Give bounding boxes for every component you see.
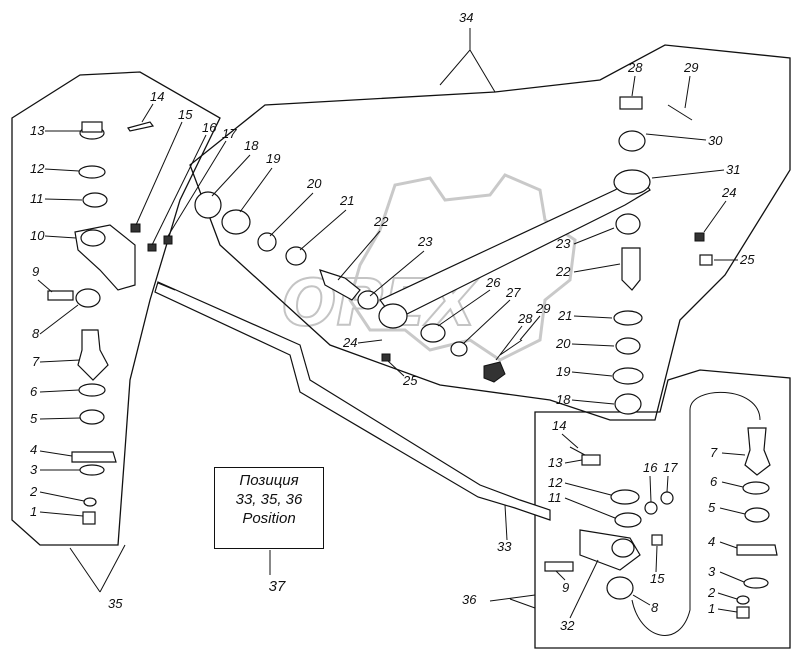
svg-text:14: 14 [552, 418, 566, 433]
svg-text:24: 24 [342, 335, 357, 350]
svg-text:32: 32 [560, 618, 575, 633]
svg-text:19: 19 [556, 364, 570, 379]
svg-text:28: 28 [627, 60, 643, 75]
svg-text:13: 13 [548, 455, 563, 470]
svg-text:14: 14 [150, 89, 164, 104]
svg-text:33: 33 [497, 539, 512, 554]
svg-text:12: 12 [548, 475, 563, 490]
svg-text:11: 11 [30, 191, 44, 206]
svg-text:13: 13 [30, 123, 45, 138]
svg-text:10: 10 [30, 228, 45, 243]
svg-text:29: 29 [535, 301, 550, 316]
svg-text:25: 25 [402, 373, 418, 388]
svg-text:36: 36 [462, 592, 477, 607]
svg-text:20: 20 [306, 176, 322, 191]
rod-label: 33 [497, 504, 512, 554]
svg-text:22: 22 [373, 214, 389, 229]
group-36-label: 36 [462, 592, 536, 609]
svg-text:27: 27 [505, 285, 521, 300]
position-note-line2: 33, 35, 36 [235, 491, 303, 508]
svg-text:1: 1 [708, 601, 715, 616]
left-group-labels: 14 15 16 17 13 12 11 10 9 8 7 6 5 4 3 2 … [29, 89, 237, 519]
svg-text:23: 23 [417, 234, 433, 249]
svg-text:23: 23 [555, 236, 571, 251]
group-34-outline [189, 44, 791, 421]
svg-text:16: 16 [202, 120, 217, 135]
svg-text:6: 6 [30, 384, 38, 399]
bottom-group-parts [544, 427, 778, 619]
svg-text:30: 30 [708, 133, 723, 148]
svg-text:7: 7 [710, 445, 718, 460]
steering-rod [154, 281, 551, 521]
svg-text:4: 4 [708, 534, 715, 549]
svg-text:4: 4 [30, 442, 37, 457]
top-group-parts [194, 96, 713, 415]
position-note-line3: Position [242, 510, 296, 527]
svg-text:5: 5 [708, 500, 716, 515]
svg-text:5: 5 [30, 411, 38, 426]
group-36-outline [534, 369, 791, 649]
svg-text:17: 17 [222, 126, 237, 141]
top-group-labels: 18 19 20 21 22 23 24 25 26 27 28 29 28 2… [211, 60, 755, 407]
svg-text:11: 11 [548, 490, 562, 505]
svg-text:8: 8 [32, 326, 40, 341]
svg-text:3: 3 [708, 564, 716, 579]
svg-text:20: 20 [555, 336, 571, 351]
svg-text:6: 6 [710, 474, 718, 489]
svg-text:2: 2 [29, 484, 38, 499]
group-35-outline [11, 71, 221, 546]
svg-text:9: 9 [562, 580, 569, 595]
svg-text:12: 12 [30, 161, 45, 176]
svg-text:29: 29 [683, 60, 698, 75]
bottom-group-labels: 14 13 16 17 12 11 15 9 32 8 7 6 5 4 3 2 … [548, 418, 746, 633]
svg-text:3: 3 [30, 462, 38, 477]
box-reference-number: 37 [268, 578, 286, 595]
svg-text:15: 15 [650, 571, 665, 586]
svg-text:24: 24 [721, 185, 736, 200]
svg-text:18: 18 [556, 392, 571, 407]
position-note-line1: Позиция [239, 472, 299, 489]
link-line-7-8 [631, 391, 761, 636]
svg-text:8: 8 [651, 600, 659, 615]
svg-text:7: 7 [32, 354, 40, 369]
group-35-label: 35 [69, 544, 126, 611]
svg-text:35: 35 [108, 596, 123, 611]
svg-text:15: 15 [178, 107, 193, 122]
svg-text:19: 19 [266, 151, 280, 166]
svg-text:25: 25 [739, 252, 755, 267]
svg-text:34: 34 [459, 10, 473, 25]
group-34-label: 34 [439, 10, 496, 93]
svg-text:17: 17 [663, 460, 678, 475]
svg-text:28: 28 [517, 311, 533, 326]
transverse-link [378, 169, 651, 329]
svg-text:26: 26 [485, 275, 501, 290]
svg-text:31: 31 [726, 162, 740, 177]
svg-text:18: 18 [244, 138, 259, 153]
svg-text:2: 2 [707, 585, 716, 600]
left-group-parts [47, 121, 173, 525]
position-note-box: Позиция 33, 35, 36 Position [214, 467, 324, 549]
svg-text:1: 1 [30, 504, 37, 519]
svg-text:22: 22 [555, 264, 571, 279]
svg-text:21: 21 [557, 308, 572, 323]
svg-text:9: 9 [32, 264, 39, 279]
svg-text:16: 16 [643, 460, 658, 475]
svg-text:21: 21 [339, 193, 354, 208]
